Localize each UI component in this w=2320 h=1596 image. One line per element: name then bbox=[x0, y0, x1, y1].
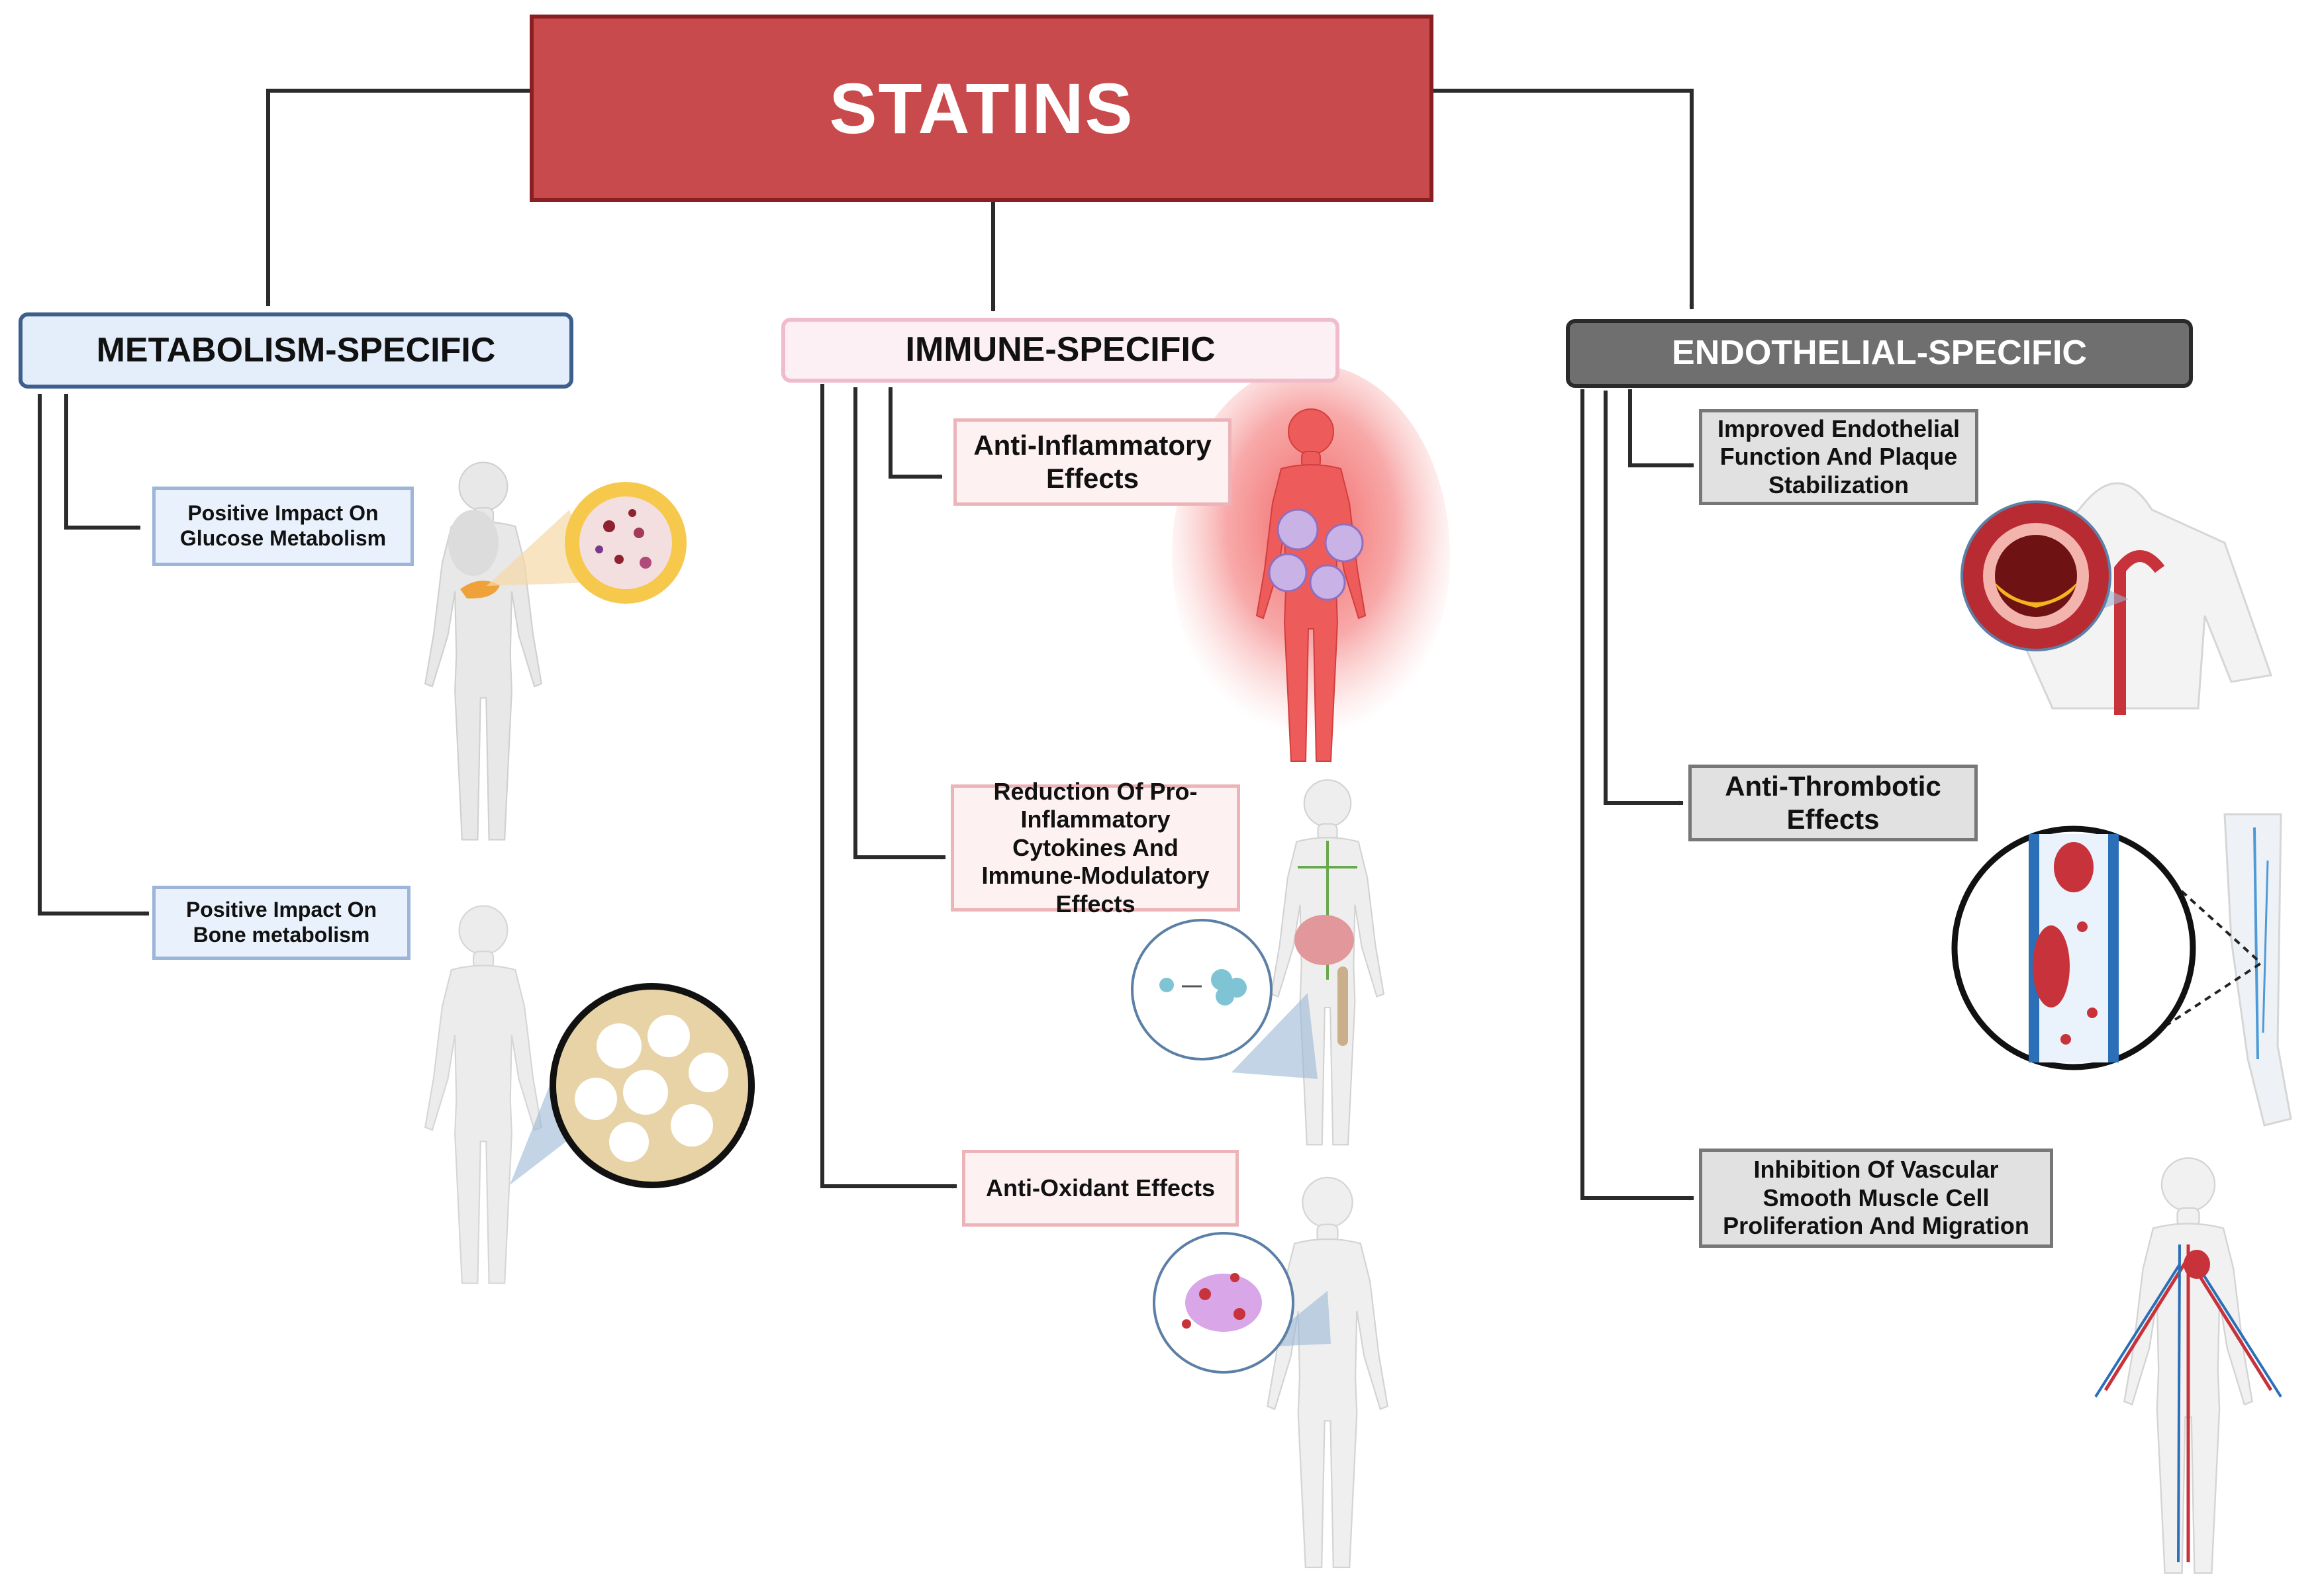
circulatory-system-icon bbox=[2094, 1156, 2282, 1575]
effect-glucose-metabolism-text: Positive Impact On Glucose Metabolism bbox=[179, 501, 387, 550]
connector-bone bbox=[38, 394, 150, 916]
metabolism-category-box: METABOLISM-SPECIFIC bbox=[19, 312, 573, 389]
effect-endothelial-function-text: Improved Endothelial Function And Plaque… bbox=[1717, 414, 1960, 498]
effect-anti-inflammatory: Anti-Inflammatory Effects bbox=[953, 418, 1232, 506]
statins-title-text: STATINS bbox=[829, 68, 1134, 148]
effect-vsmc-inhibition-text: Inhibition Of Vascular Smooth Muscle Cel… bbox=[1723, 1156, 2029, 1240]
effect-vsmc-inhibition: Inhibition Of Vascular Smooth Muscle Cel… bbox=[1699, 1149, 2053, 1248]
connector-vsmc bbox=[1580, 389, 1694, 1201]
effect-bone-metabolism-text: Positive Impact On Bone metabolism bbox=[185, 898, 377, 947]
metabolism-category-label: METABOLISM-SPECIFIC bbox=[96, 330, 496, 369]
connector-endothelial-function bbox=[1628, 389, 1694, 468]
effect-anti-thrombotic-text: Anti-Thrombotic Effects bbox=[1725, 771, 1941, 835]
effect-anti-thrombotic: Anti-Thrombotic Effects bbox=[1688, 765, 1978, 841]
effect-anti-inflammatory-text: Anti-Inflammatory Effects bbox=[973, 430, 1212, 494]
immune-category-label: IMMUNE-SPECIFIC bbox=[905, 330, 1216, 369]
lymphatic-system-icon bbox=[1232, 778, 1385, 1146]
endothelial-category-box: ENDOTHELIAL-SPECIFIC bbox=[1566, 319, 2193, 388]
effect-anti-oxidant-text: Anti-Oxidant Effects bbox=[985, 1174, 1216, 1201]
trabecular-bone-icon bbox=[550, 983, 755, 1188]
statins-title: STATINS bbox=[530, 15, 1433, 202]
cell-proliferation-icon bbox=[1131, 919, 1273, 1060]
plaque-artery-icon bbox=[1960, 500, 2111, 651]
reactive-oxygen-icon bbox=[1153, 1232, 1294, 1374]
connector-to-metabolism bbox=[266, 89, 530, 306]
effect-anti-oxidant: Anti-Oxidant Effects bbox=[962, 1150, 1239, 1227]
thrombus-vessel-icon bbox=[1951, 825, 2196, 1070]
connector-anti-oxidant bbox=[820, 384, 957, 1189]
effect-cytokines: Reduction Of Pro-Inflammatory Cytokines … bbox=[951, 778, 1240, 917]
connector-lines bbox=[38, 89, 1694, 1201]
connector-anti-thrombotic bbox=[1604, 391, 1684, 806]
leg-veins-icon bbox=[2154, 813, 2292, 1127]
connector-to-endothelial bbox=[1433, 89, 1694, 310]
connector-anti-inflammatory bbox=[889, 387, 943, 479]
adipose-tissue-icon bbox=[565, 482, 687, 604]
immune-category-box: IMMUNE-SPECIFIC bbox=[781, 318, 1339, 383]
inflamed-body-icon bbox=[1172, 364, 1450, 763]
effect-bone-metabolism: Positive Impact On Bone metabolism bbox=[152, 886, 411, 960]
body-oxidative-icon bbox=[1258, 1176, 1389, 1569]
effect-cytokines-text: Reduction Of Pro-Inflammatory Cytokines … bbox=[981, 777, 1210, 917]
endothelial-category-label: ENDOTHELIAL-SPECIFIC bbox=[1672, 334, 2087, 373]
effect-endothelial-function: Improved Endothelial Function And Plaque… bbox=[1699, 409, 1978, 505]
connector-cytokines bbox=[853, 387, 946, 860]
effect-glucose-metabolism: Positive Impact On Glucose Metabolism bbox=[152, 487, 414, 566]
immune-cells-icon bbox=[1268, 508, 1364, 601]
connector-glucose bbox=[64, 394, 141, 530]
